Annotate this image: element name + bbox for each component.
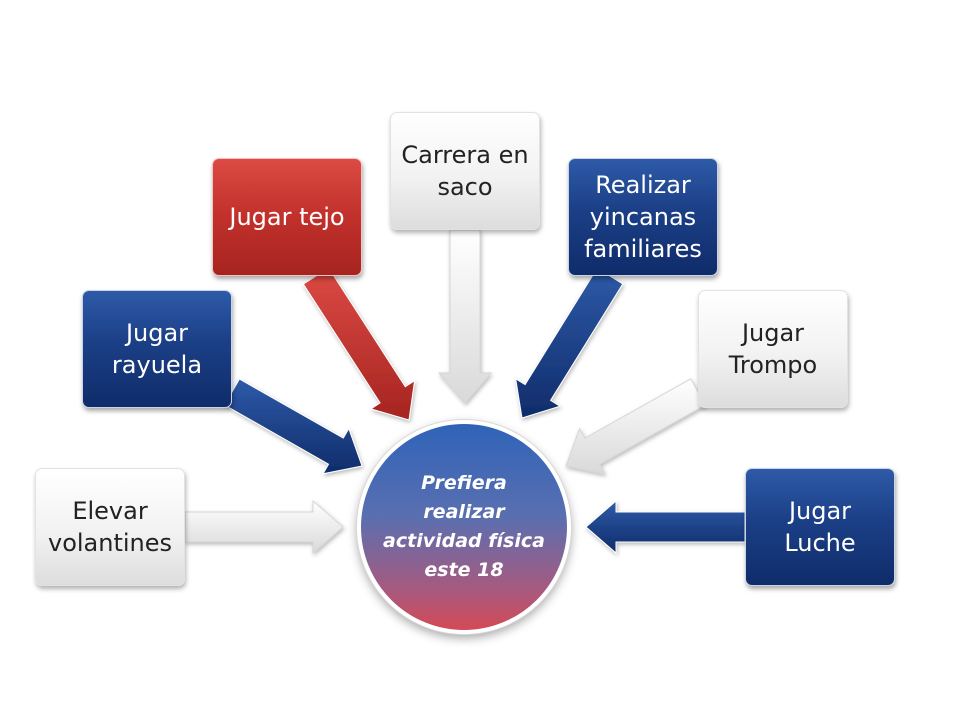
central-concept: Prefiera realizar actividad física este … <box>357 420 571 634</box>
arrow-carrera-en-saco <box>437 229 493 404</box>
node-jugar-rayuela: Jugar rayuela <box>82 290 232 408</box>
arrow-realizar-yincanas <box>515 267 624 419</box>
arrow-jugar-luche <box>585 499 746 555</box>
node-jugar-luche: Jugar Luche <box>745 468 895 586</box>
node-jugar-tejo: Jugar tejo <box>212 158 362 276</box>
arrow-elevar-volantines <box>184 499 344 555</box>
arrow-jugar-rayuela <box>223 378 363 475</box>
node-elevar-volantines: Elevar volantines <box>35 468 185 586</box>
node-carrera-en-saco: Carrera en saco <box>390 112 540 230</box>
arrow-jugar-trompo <box>565 378 706 475</box>
node-jugar-trompo: Jugar Trompo <box>698 290 848 408</box>
node-realizar-yincanas: Realizar yincanas familiares <box>568 158 718 276</box>
arrow-jugar-tejo <box>302 267 416 421</box>
